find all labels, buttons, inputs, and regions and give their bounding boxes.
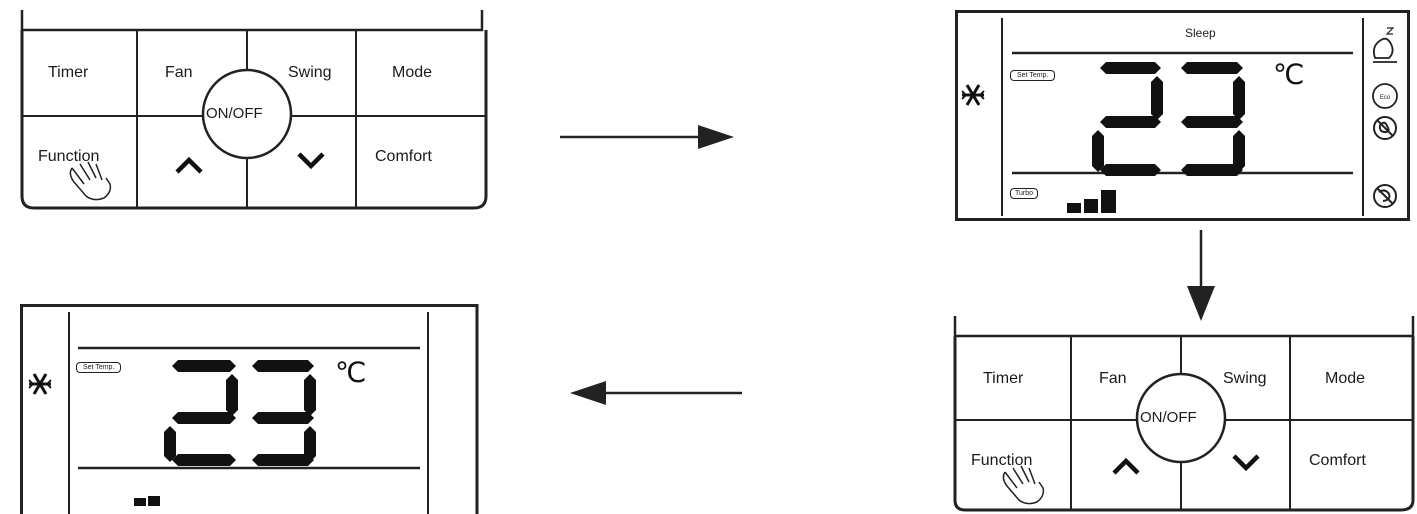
no-swing-icon [1373, 184, 1397, 208]
remote-keypad-before: Timer Fan Swing Mode ON/OFF Function Com… [20, 8, 488, 212]
onoff-button[interactable]: ON/OFF [1140, 409, 1197, 426]
keypad-outline [953, 316, 1415, 512]
fan-speed-bar [1067, 203, 1081, 213]
pointing-hand-icon [1002, 465, 1045, 505]
mode-button[interactable]: Mode [1325, 370, 1366, 387]
comfort-button[interactable]: Comfort [1309, 452, 1366, 469]
fan-button[interactable]: Fan [165, 64, 193, 81]
fan-button[interactable]: Fan [1099, 370, 1127, 387]
keypad-outline [20, 10, 488, 210]
comfort-button[interactable]: Comfort [375, 148, 432, 165]
arrow-left-icon [570, 381, 742, 405]
set-temp-tag: Set Temp. [1010, 70, 1056, 81]
fan-speed-bar [134, 498, 146, 506]
lcd-frame: Eco [955, 10, 1410, 221]
fan-speed-bar [148, 496, 160, 506]
onoff-button[interactable]: ON/OFF [206, 105, 263, 122]
temperature-digits [164, 360, 316, 466]
sleep-icon [1372, 27, 1397, 63]
lcd-frame [20, 304, 479, 514]
sleep-status: Sleep [1185, 26, 1216, 40]
chevron-up-icon[interactable] [174, 156, 204, 176]
timer-button[interactable]: Timer [983, 370, 1024, 387]
turbo-tag: Turbo [1010, 188, 1039, 199]
function-button[interactable]: Function [971, 452, 1033, 469]
remote-keypad-after: Timer Fan Swing Mode ON/OFF Function Com… [953, 314, 1417, 514]
celsius-unit: ℃ [335, 356, 367, 389]
set-temp-tag: Set Temp. [76, 362, 122, 373]
function-button[interactable]: Function [38, 148, 100, 165]
lcd-display-plain: Set Temp. ℃ [20, 304, 482, 514]
no-fan-icon [1373, 116, 1397, 140]
celsius-unit: ℃ [1273, 58, 1305, 91]
pointing-hand-icon [69, 161, 112, 201]
lcd-display-sleep: Eco Sleep Set Temp. Turbo [955, 10, 1412, 222]
fan-speed-bar [1084, 199, 1098, 213]
chevron-down-icon[interactable] [296, 150, 326, 170]
arrow-down-icon [1187, 230, 1215, 321]
svg-text:Eco: Eco [1380, 95, 1391, 101]
swing-button[interactable]: Swing [288, 64, 332, 81]
arrow-right-icon [560, 125, 734, 149]
chevron-down-icon[interactable] [1231, 452, 1261, 472]
timer-button[interactable]: Timer [48, 64, 89, 81]
chevron-up-icon[interactable] [1111, 457, 1141, 477]
temperature-digits [1092, 62, 1245, 176]
mode-button[interactable]: Mode [392, 64, 433, 81]
swing-button[interactable]: Swing [1223, 370, 1267, 387]
eco-icon: Eco [1372, 83, 1398, 109]
snowflake-icon [961, 84, 985, 106]
fan-speed-bar [1101, 190, 1116, 213]
snowflake-icon [28, 373, 52, 395]
